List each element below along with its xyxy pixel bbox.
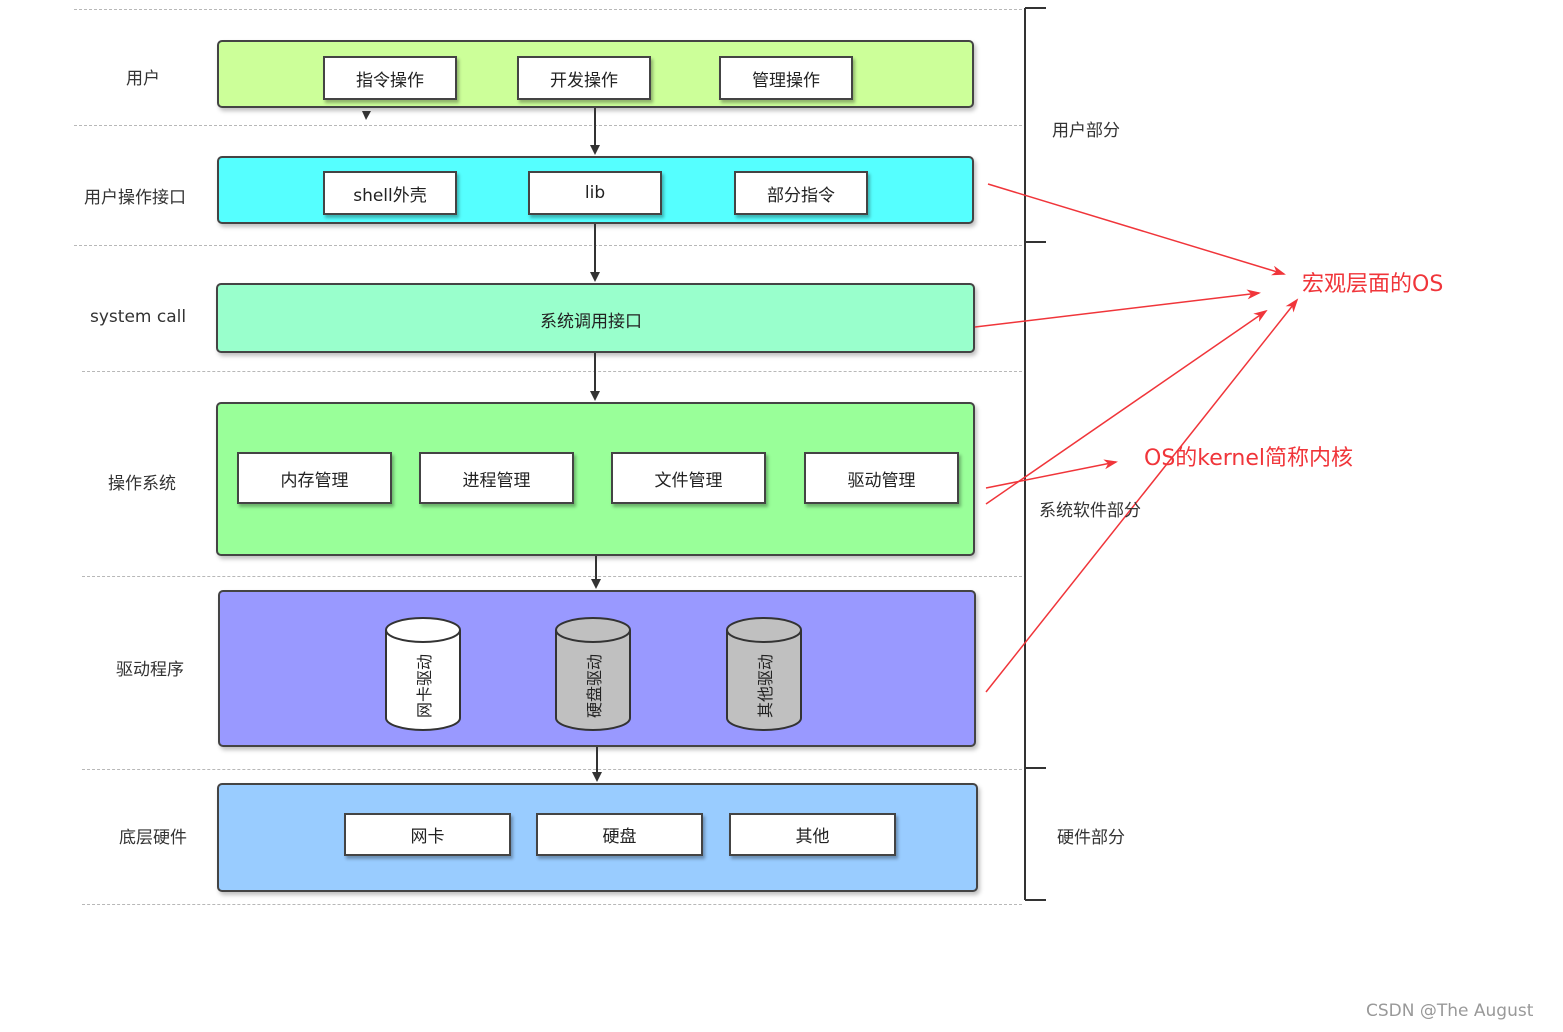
annotation-arrow bbox=[987, 183, 1286, 276]
row-separator bbox=[82, 769, 1022, 770]
row-separator bbox=[74, 9, 1022, 10]
row-separator bbox=[82, 371, 1022, 372]
disk-driver-cylinder bbox=[555, 617, 631, 731]
network-driver-cylinder bbox=[385, 617, 461, 731]
annotation-arrow bbox=[985, 459, 1118, 489]
section-bracket bbox=[1024, 7, 1046, 901]
network-card-box: 网卡 bbox=[344, 813, 511, 856]
system-software-part-label: 系统软件部分 bbox=[1039, 501, 1141, 521]
watermark-credit: CSDN @The August bbox=[1366, 1001, 1534, 1021]
lib-box: lib bbox=[528, 171, 662, 215]
command-operation-box: 指令操作 bbox=[323, 56, 457, 100]
macro-os-annotation: 宏观层面的OS bbox=[1302, 272, 1444, 297]
management-operation-box: 管理操作 bbox=[719, 56, 853, 100]
user-part-label: 用户部分 bbox=[1052, 121, 1120, 141]
disk-driver-label: 硬盘驱动 bbox=[585, 654, 604, 719]
other-driver-label: 其他驱动 bbox=[756, 654, 775, 719]
process-management-box: 进程管理 bbox=[419, 452, 574, 504]
hard-disk-box: 硬盘 bbox=[536, 813, 703, 856]
system-call-layer bbox=[216, 283, 975, 353]
row-label-system-call: system call bbox=[90, 307, 187, 327]
small-arrow-marker bbox=[362, 111, 371, 120]
row-separator bbox=[74, 245, 1022, 246]
partial-commands-box: 部分指令 bbox=[734, 171, 868, 215]
development-operation-box: 开发操作 bbox=[517, 56, 651, 100]
network-driver-label: 网卡驱动 bbox=[415, 654, 434, 719]
row-label-user-interface: 用户操作接口 bbox=[84, 188, 186, 208]
row-label-os: 操作系统 bbox=[108, 474, 176, 494]
driver-management-box: 驱动管理 bbox=[804, 452, 959, 504]
row-separator bbox=[74, 125, 1022, 126]
file-management-box: 文件管理 bbox=[611, 452, 766, 504]
annotation-arrow bbox=[985, 298, 1299, 693]
annotation-arrow bbox=[974, 289, 1261, 328]
row-separator bbox=[82, 904, 1022, 905]
other-driver-cylinder bbox=[726, 617, 802, 731]
row-label-drivers: 驱动程序 bbox=[116, 660, 184, 680]
row-label-hardware: 底层硬件 bbox=[119, 828, 187, 848]
row-label-user: 用户 bbox=[126, 69, 160, 89]
hardware-part-label: 硬件部分 bbox=[1057, 828, 1125, 848]
kernel-annotation: OS的kernel简称内核 bbox=[1144, 446, 1354, 471]
annotation-arrow bbox=[985, 309, 1268, 505]
system-call-interface-text: 系统调用接口 bbox=[540, 312, 642, 332]
memory-management-box: 内存管理 bbox=[237, 452, 392, 504]
row-separator bbox=[82, 576, 1022, 577]
shell-box: shell外壳 bbox=[323, 171, 457, 215]
other-hardware-box: 其他 bbox=[729, 813, 896, 856]
